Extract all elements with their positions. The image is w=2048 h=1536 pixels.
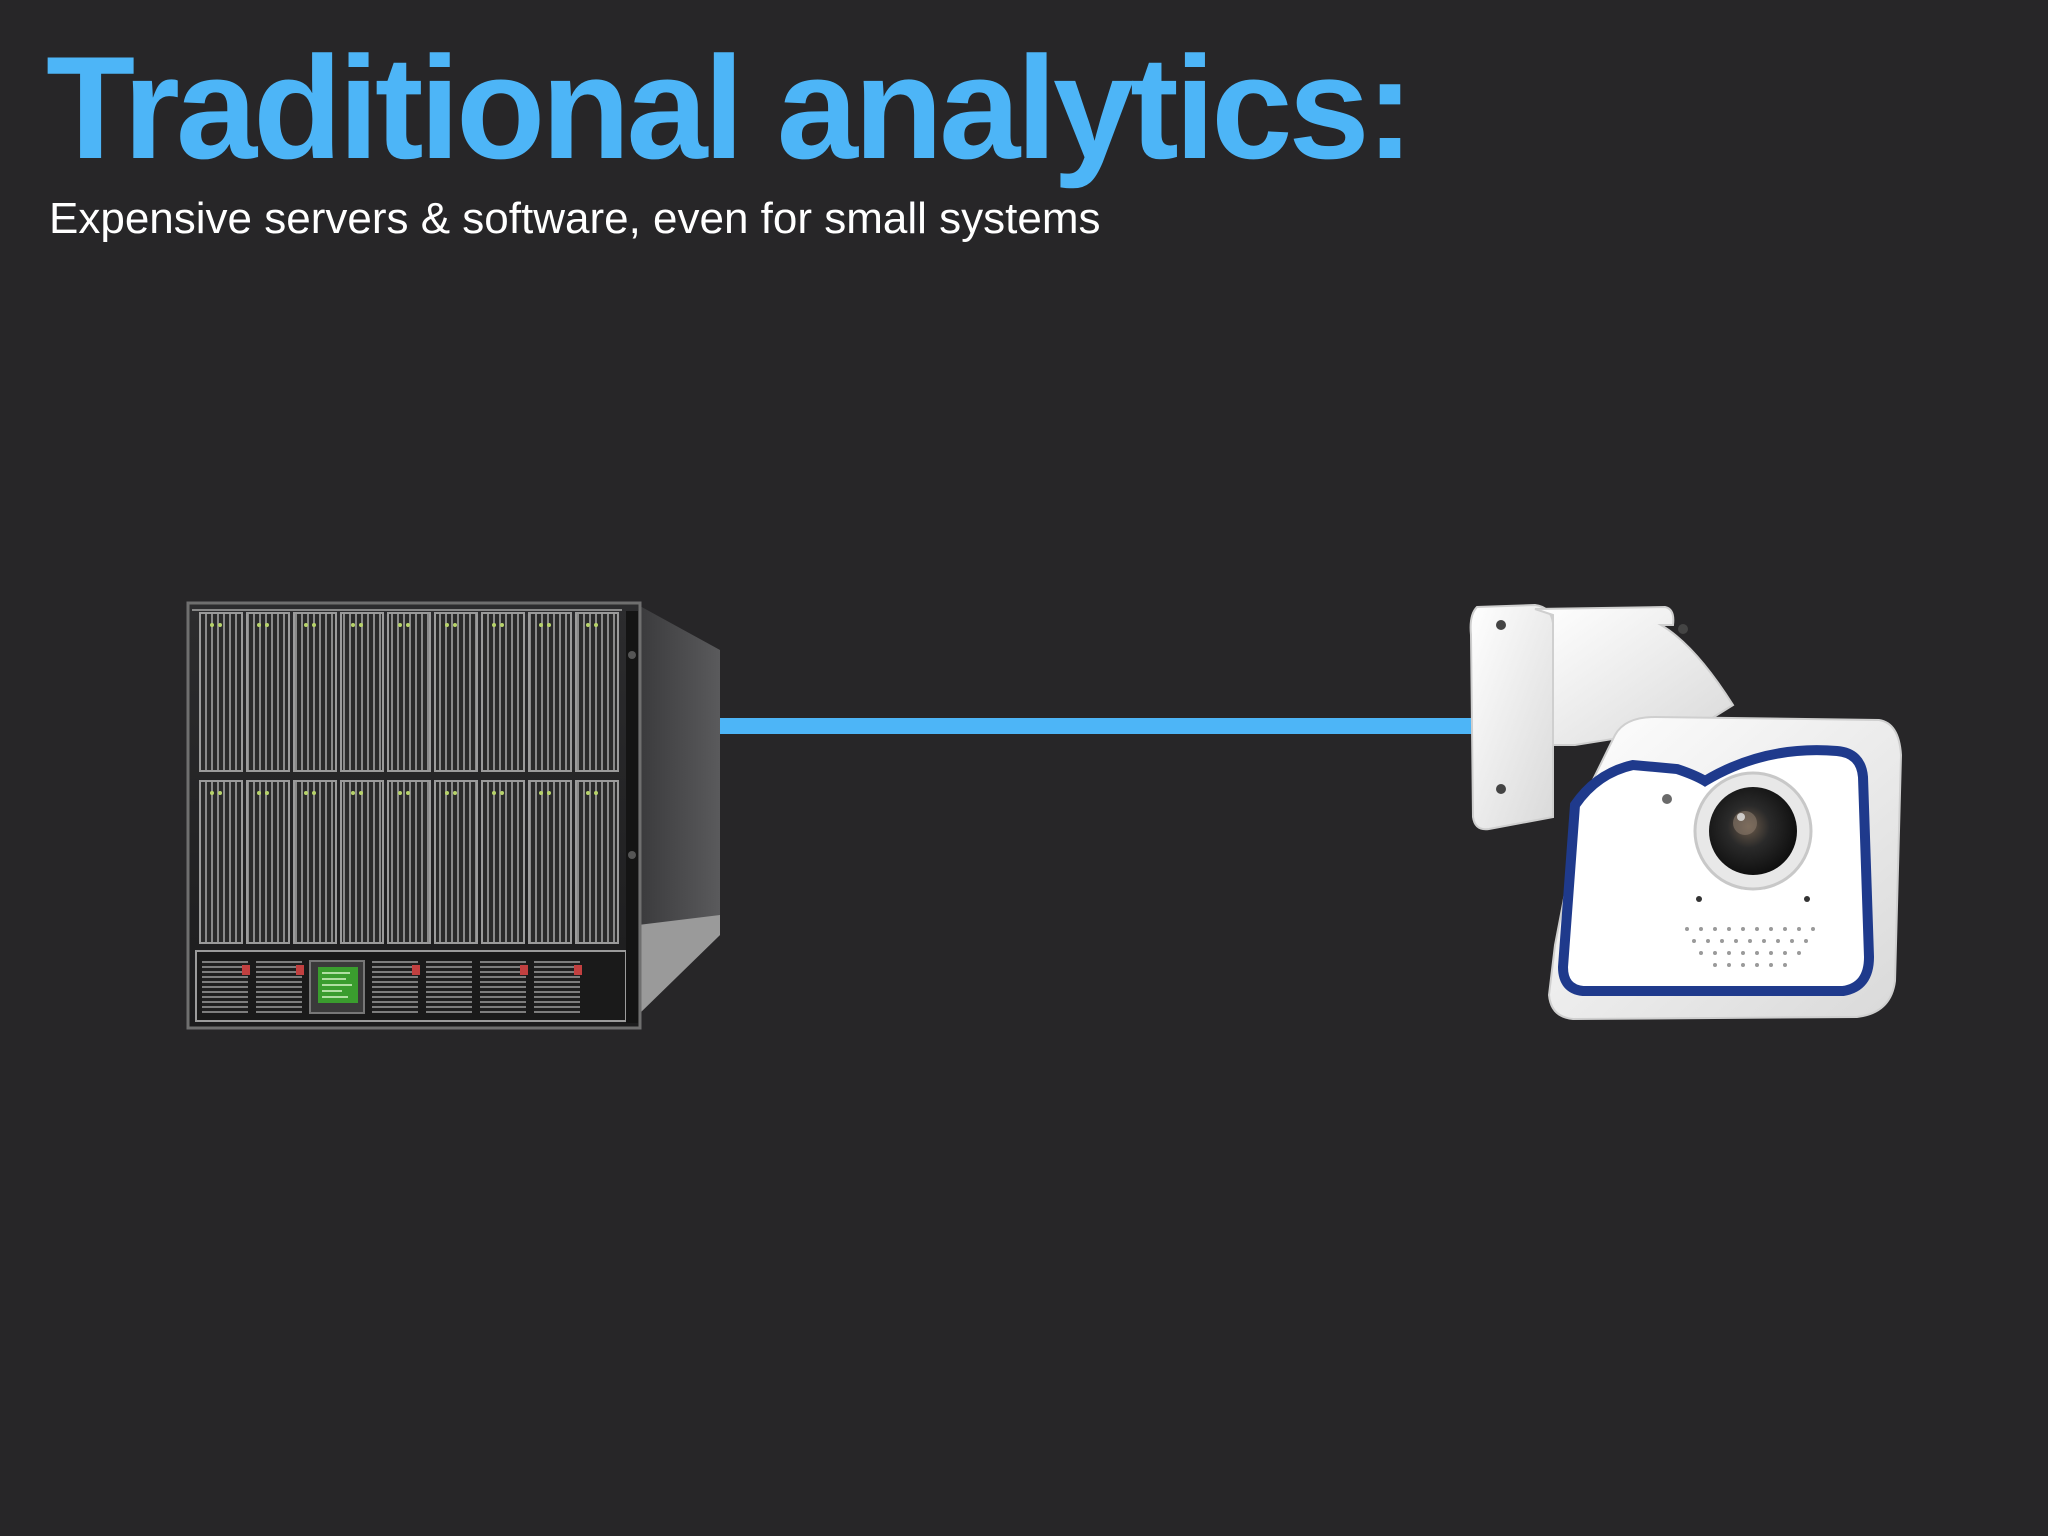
slide-subtitle: Expensive servers & software, even for s…: [49, 194, 1101, 243]
server-image: [186, 601, 720, 1030]
camera-image: [1469, 603, 1903, 1021]
slide-title: Traditional analytics:: [46, 26, 1414, 189]
connection-line: [718, 718, 1478, 734]
